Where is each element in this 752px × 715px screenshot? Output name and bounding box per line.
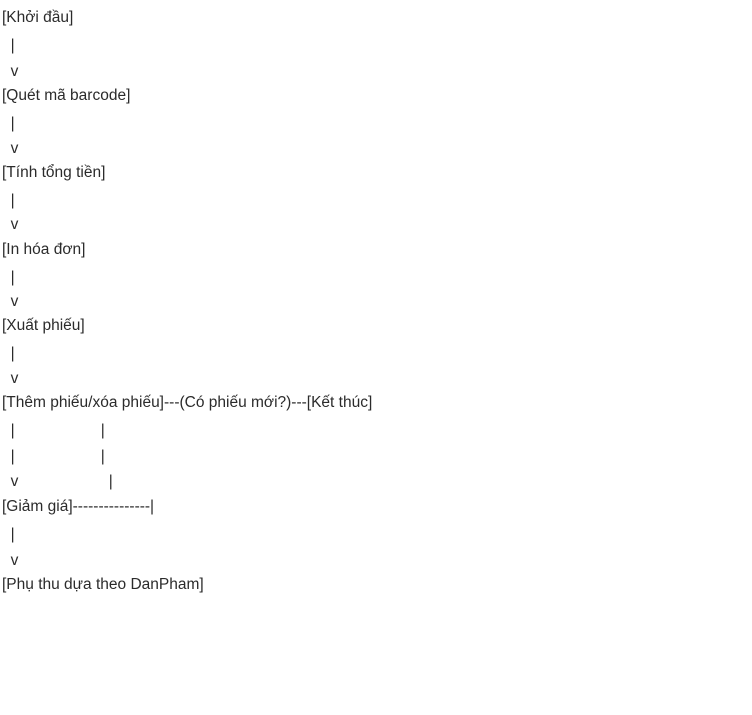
connector-arrow-pipe: v | (2, 473, 113, 490)
connector-pipe: | (2, 37, 15, 54)
connector-arrow: v (2, 293, 19, 310)
connector-arrow: v (2, 552, 19, 569)
connector-pipe: | (2, 115, 15, 132)
connector-pipe: | (2, 345, 15, 362)
node-surcharge: [Phụ thu dựa theo DanPham] (2, 576, 204, 593)
node-start: [Khởi đầu] (2, 9, 74, 26)
node-print-invoice: [In hóa đơn] (2, 241, 86, 258)
connector-arrow: v (2, 216, 19, 233)
node-discount-row: [Giảm giá]---------------| (2, 498, 155, 515)
node-add-remove-voucher-row: [Thêm phiếu/xóa phiếu]---(Có phiếu mới?)… (2, 394, 373, 411)
node-issue-voucher: [Xuất phiếu] (2, 317, 85, 334)
connector-arrow: v (2, 63, 19, 80)
node-calculate-total: [Tính tổng tiền] (2, 164, 106, 181)
connector-pipe: | (2, 192, 15, 209)
connector-pipe: | (2, 269, 15, 286)
node-scan-barcode: [Quét mã barcode] (2, 87, 131, 104)
connector-pipes: | | (2, 422, 105, 439)
connector-arrow: v (2, 370, 19, 387)
connector-arrow: v (2, 140, 19, 157)
connector-pipe: | (2, 526, 15, 543)
connector-pipes: | | (2, 448, 105, 465)
